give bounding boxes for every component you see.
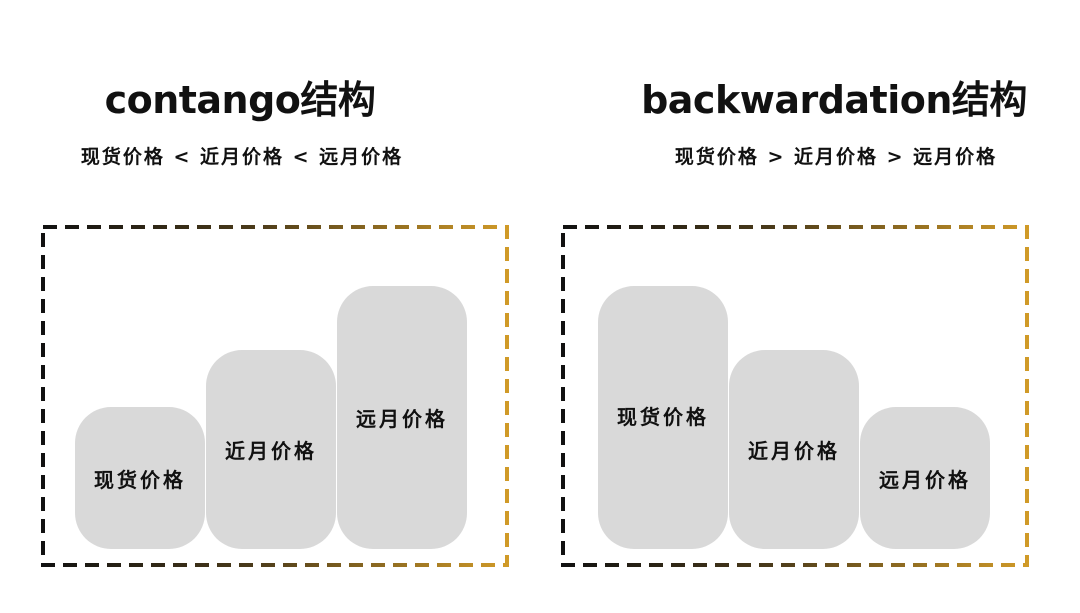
contango-frame: 现货价格 近月价格 远月价格 xyxy=(40,222,510,568)
backwardation-dashed-border xyxy=(561,225,1029,567)
backwardation-relation: 现货价格 > 近月价格 > 远月价格 xyxy=(674,146,998,168)
backwardation-title: backwardation结构 xyxy=(641,78,1027,122)
bar-far-month-price: 远月价格 xyxy=(337,286,467,549)
bar-far-month-price: 远月价格 xyxy=(860,407,990,549)
contango-relation: 现货价格 < 近月价格 < 远月价格 xyxy=(80,146,404,168)
bar-label-far-month-price: 远月价格 xyxy=(879,467,971,492)
bar-label-near-month-price: 近月价格 xyxy=(225,439,317,463)
bar-spot-price: 现货价格 xyxy=(598,286,728,549)
contango-title: contango结构 xyxy=(104,78,376,122)
bar-label-spot-price: 现货价格 xyxy=(617,405,709,429)
bar-label-far-month-price: 远月价格 xyxy=(356,407,448,431)
backwardation-frame: 现货价格 近月价格 远月价格 xyxy=(560,222,1030,568)
bar-label-spot-price: 现货价格 xyxy=(94,467,186,492)
bar-near-month-price: 近月价格 xyxy=(206,350,336,549)
backwardation-panel: backwardation结构 现货价格 > 近月价格 > 远月价格 现货价格 … xyxy=(540,0,1080,613)
contango-dashed-border xyxy=(41,225,509,567)
contango-panel: contango结构 现货价格 < 近月价格 < 远月价格 现货价格 近月价格 … xyxy=(40,78,510,568)
bar-label-near-month-price: 近月价格 xyxy=(748,439,840,463)
bar-spot-price: 现货价格 xyxy=(75,407,205,549)
bar-near-month-price: 近月价格 xyxy=(729,350,859,549)
